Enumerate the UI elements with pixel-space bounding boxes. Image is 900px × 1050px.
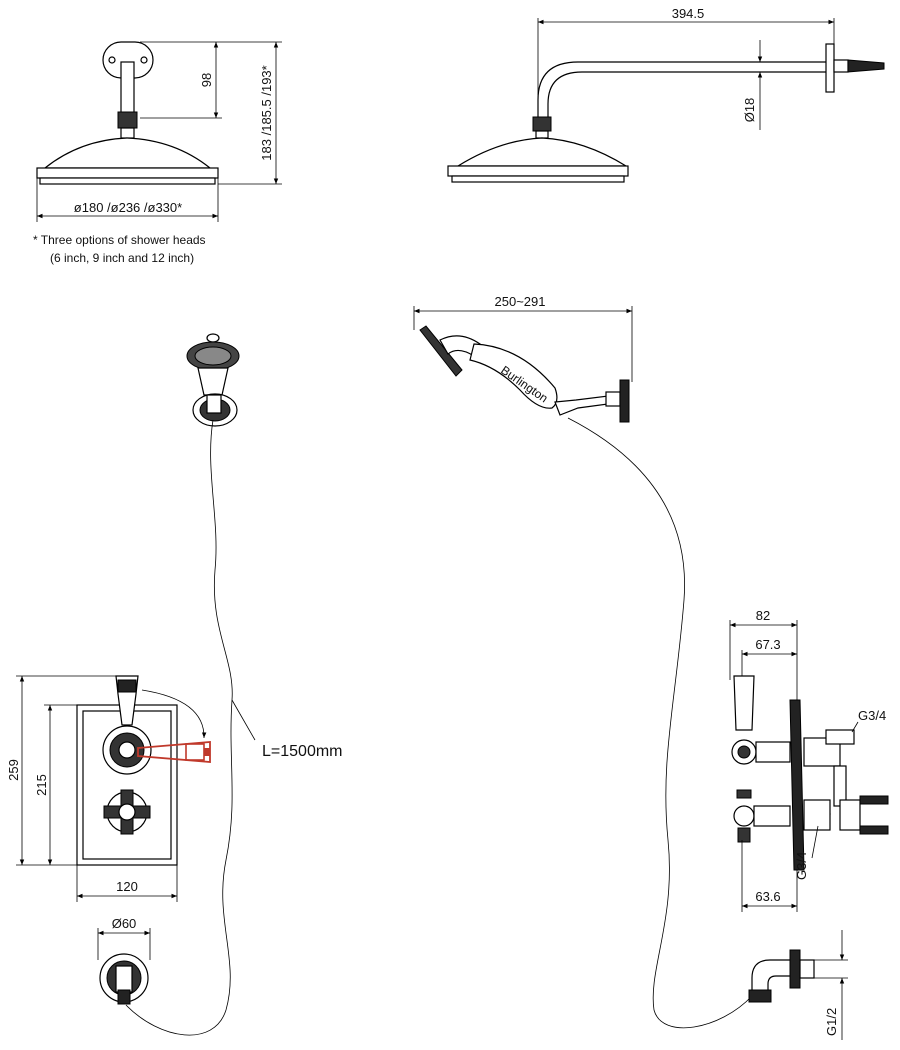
handset-body xyxy=(197,367,229,396)
dimension-63: 63.6 xyxy=(741,840,798,912)
lower-crosshead-side xyxy=(733,789,791,843)
arm-wall-plate xyxy=(825,43,835,93)
dimension-215: 215 xyxy=(34,704,77,865)
dimension-handset-length-label: 250~291 xyxy=(495,294,546,309)
dimension-67-label: 67.3 xyxy=(755,637,780,652)
side-shower-dome xyxy=(455,137,629,167)
dimension-82: 82 xyxy=(729,608,798,700)
dimension-98: 98 xyxy=(140,41,222,119)
dimension-d18: Ø18 xyxy=(742,40,763,130)
shower-arm-top xyxy=(537,61,828,120)
arm-thread xyxy=(847,59,885,73)
dimension-259-label: 259 xyxy=(6,759,21,781)
g12-label: G1/2 xyxy=(824,1008,839,1036)
bracket-wall-plate xyxy=(619,379,630,423)
handset-front-view xyxy=(186,333,240,427)
dimension-120: 120 xyxy=(76,865,178,902)
handset-handle xyxy=(469,343,558,409)
shower-hoses: L=1500mm xyxy=(125,417,753,1036)
hose-length-label: L=1500mm xyxy=(262,743,343,760)
outlet-elbow-front-view: Ø60 xyxy=(97,916,151,1005)
flow-control-crosshead xyxy=(103,789,151,835)
side-lever xyxy=(733,675,755,731)
top-inlet xyxy=(825,729,855,745)
shower-arm-bottom xyxy=(547,71,828,120)
note-line-2: (6 inch, 9 inch and 12 inch) xyxy=(50,251,194,265)
note-line-1: * Three options of shower heads xyxy=(33,233,206,247)
dimension-diameter: ø180 /ø236 /ø330* xyxy=(36,178,219,222)
dimension-98-label: 98 xyxy=(199,73,214,87)
dimension-394: 394.5 xyxy=(537,6,835,95)
dimension-d60-label: Ø60 xyxy=(112,916,137,931)
g34-bottom-label: G3/4 xyxy=(794,852,809,880)
dimension-259: 259 xyxy=(6,675,116,866)
dimension-82-label: 82 xyxy=(756,608,770,623)
side-shower-rim xyxy=(447,165,629,177)
handset-head-side xyxy=(419,325,463,377)
dimension-215-label: 215 xyxy=(34,774,49,796)
shower-rose-rim xyxy=(36,167,219,179)
dimension-d60: Ø60 xyxy=(97,916,151,960)
overhead-shower-front-view: 98 183 /185.5 /193* ø180 /ø236 /ø330* * … xyxy=(33,41,282,265)
handset-side-view: 250~291 Burlington xyxy=(413,294,633,423)
dimension-total-height: 183 /185.5 /193* xyxy=(218,41,282,185)
dimension-394-label: 394.5 xyxy=(672,6,705,21)
rotation-arrow xyxy=(141,689,207,739)
dimension-63-label: 63.6 xyxy=(755,889,780,904)
wall-flange xyxy=(102,41,154,79)
handset-bracket xyxy=(554,395,609,416)
dimension-120-label: 120 xyxy=(116,879,138,894)
dimension-d18-label: Ø18 xyxy=(742,98,757,123)
hose-right xyxy=(567,417,753,1029)
elbow-wall-plate-side xyxy=(789,949,801,989)
valve-side-plate xyxy=(789,699,805,871)
valve-side-view: 82 67.3 G3/4 xyxy=(729,608,889,912)
outlet-elbow-side-view: G1/2 xyxy=(748,930,848,1040)
swivel-nut xyxy=(117,111,138,129)
dimension-diameter-label: ø180 /ø236 /ø330* xyxy=(74,200,182,215)
g34-top-label: G3/4 xyxy=(858,708,886,723)
shower-rose-dome xyxy=(43,137,212,169)
arm-nut xyxy=(532,116,552,132)
dimension-67: 67.3 xyxy=(741,637,797,676)
valve-front-view: 259 215 120 xyxy=(6,675,211,902)
hose-left xyxy=(125,419,233,1036)
drop-pipe xyxy=(120,61,135,115)
overhead-shower-side-view: 394.5 Ø18 xyxy=(447,6,885,183)
dimension-total-height-label: 183 /185.5 /193* xyxy=(259,65,274,160)
dimension-handset-length: 250~291 xyxy=(413,294,633,382)
upper-spindle xyxy=(755,741,791,763)
